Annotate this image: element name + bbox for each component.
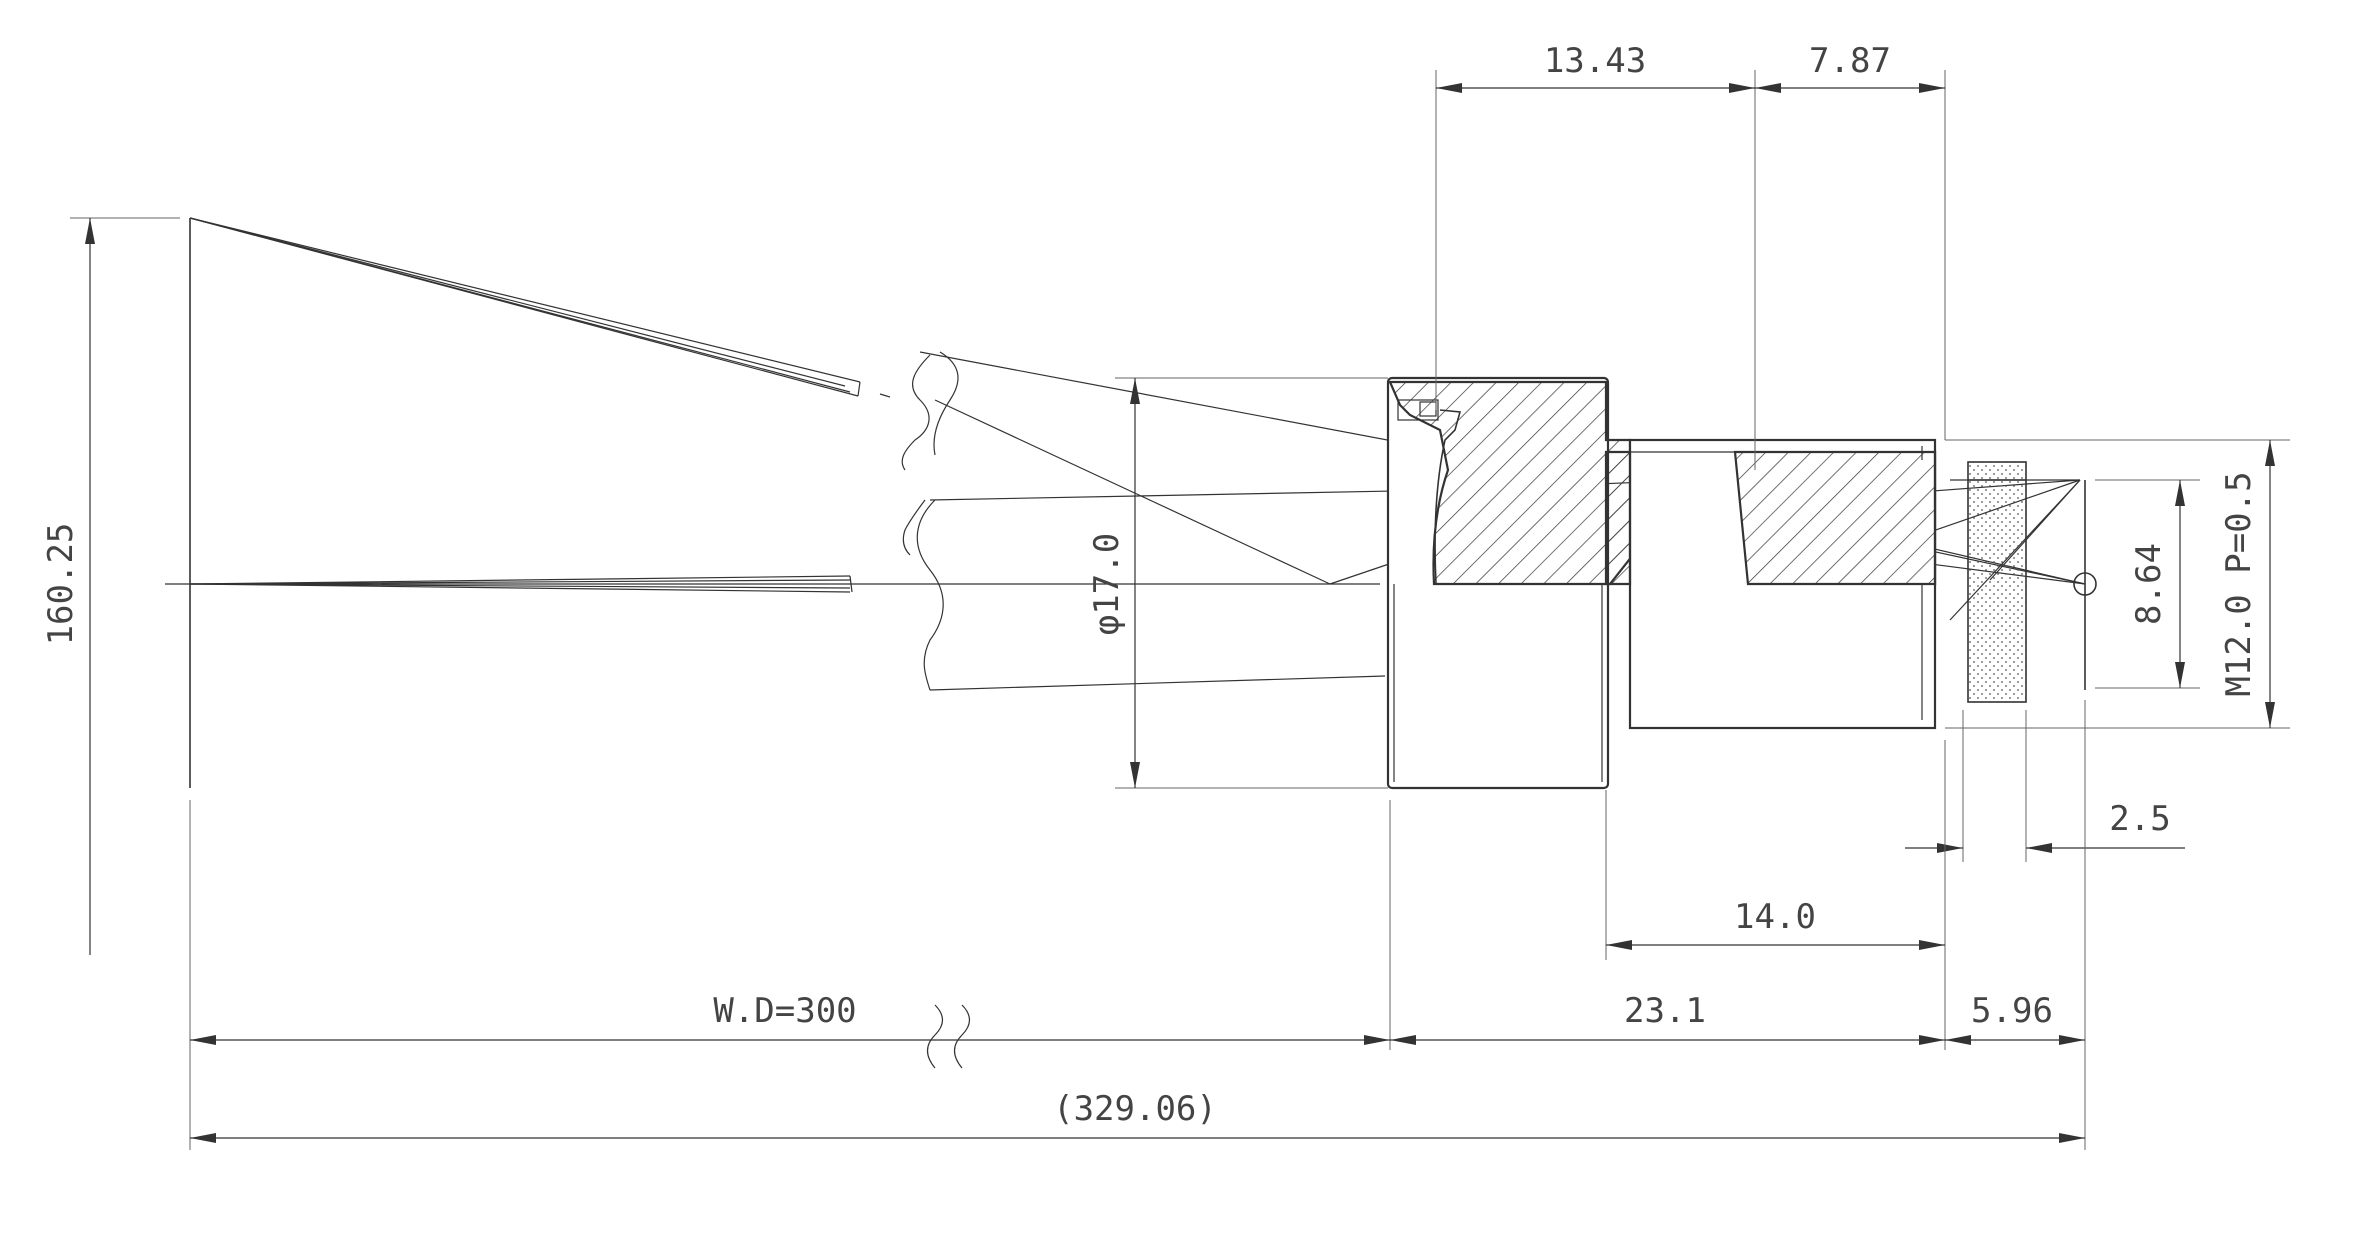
dim-8-64-label: 8.64 xyxy=(2129,543,2169,625)
image-plane xyxy=(2073,480,2097,690)
dim-5-96-label: 5.96 xyxy=(1971,991,2053,1031)
dim-wd-label: W.D=300 xyxy=(713,991,856,1031)
dim-total-label: (329.06) xyxy=(1053,1089,1217,1129)
dim-2-5-label: 2.5 xyxy=(2109,799,2170,839)
dim-160-25-label: 160.25 xyxy=(41,523,81,646)
lens-mount-thread xyxy=(1604,438,1937,730)
dim-2-5 xyxy=(1905,710,2185,862)
dim-13-43-label: 13.43 xyxy=(1544,41,1646,81)
dim-23-1-label: 23.1 xyxy=(1624,991,1706,1031)
dim-160-25 xyxy=(70,217,180,955)
dim-23-1 xyxy=(1390,1035,1945,1045)
cover-glass xyxy=(1967,461,2027,703)
field-rays-axial xyxy=(189,575,853,593)
dim-14-0 xyxy=(1605,740,1946,1050)
dim-total-length xyxy=(190,1133,2085,1143)
ray-break-symbol xyxy=(901,351,959,691)
dim-m12-thread xyxy=(1945,439,2290,729)
dim-5-96 xyxy=(1945,700,2086,1150)
dim-14-0-label: 14.0 xyxy=(1734,897,1816,937)
dim-7-87 xyxy=(1755,70,1946,440)
dim-working-distance xyxy=(189,800,1391,1150)
dim-8-64 xyxy=(2095,479,2200,689)
dim-13-43 xyxy=(1435,70,1756,470)
dim-7-87-label: 7.87 xyxy=(1809,41,1891,81)
dim-phi-17-label: φ17.0 xyxy=(1087,533,1127,635)
dim-m12-label: M12.0 P=0.5 xyxy=(2219,471,2259,696)
dim-phi-17 xyxy=(1115,377,1388,789)
field-rays-upper xyxy=(189,217,891,398)
